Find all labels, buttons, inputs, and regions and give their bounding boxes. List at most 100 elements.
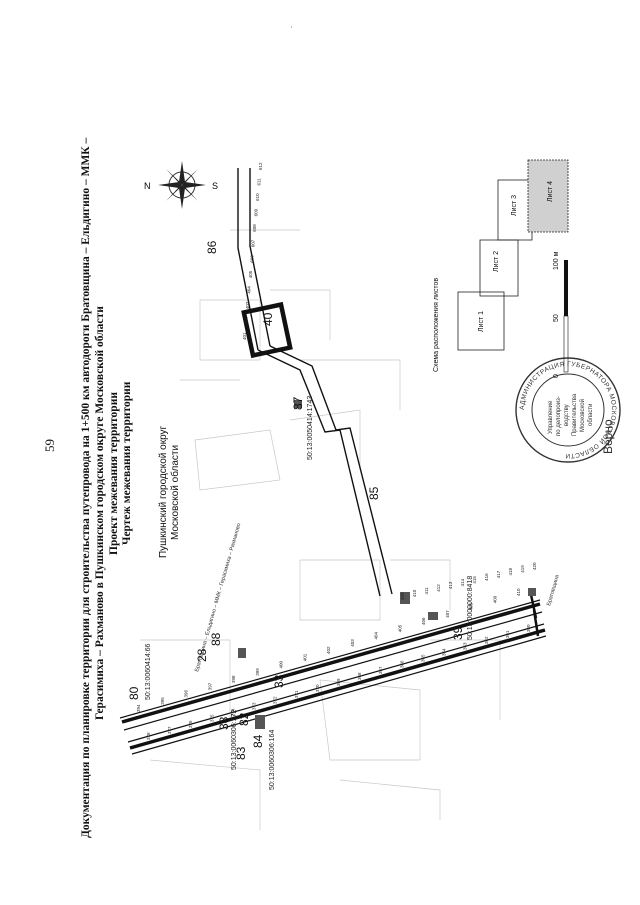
point-label: 408 bbox=[469, 602, 474, 610]
sheet-2: Лист 2 bbox=[493, 251, 500, 272]
point-label: 395 bbox=[160, 697, 165, 705]
compass-rose: N S bbox=[144, 161, 218, 209]
stamp-signature: Верно bbox=[601, 419, 615, 454]
main-road bbox=[119, 599, 547, 755]
point-label: 378 bbox=[146, 732, 151, 740]
stamp-text: АДМИНИСТРАЦИЯ ГУБЕРНАТОРА МОСКОВСКОЙ ОБЛ… bbox=[519, 361, 617, 459]
stamp-line-3: водству bbox=[564, 404, 570, 426]
point-label: 609 bbox=[254, 208, 259, 216]
point-label: 419 bbox=[520, 565, 525, 573]
zone-82: 82 bbox=[237, 712, 251, 726]
point-label: 374 bbox=[230, 708, 235, 716]
zone-39: 39 bbox=[451, 626, 465, 640]
road-label-end: Братовщина bbox=[546, 573, 561, 606]
cadastral-3: 50:13:0060306:164 bbox=[269, 730, 276, 790]
sheet-1: Лист 1 bbox=[478, 311, 485, 332]
point-label: 607 bbox=[251, 239, 256, 247]
corner-mark: · bbox=[290, 22, 293, 32]
point-label: 404 bbox=[374, 631, 379, 639]
sheet-scheme bbox=[457, 159, 569, 351]
point-label: 606 bbox=[249, 255, 254, 263]
cadastral-1: 50:13:0060414:66 bbox=[145, 643, 152, 700]
zone-38: 38 bbox=[217, 716, 231, 730]
zone-87: 87 bbox=[291, 396, 305, 410]
point-label: 410 bbox=[412, 589, 417, 597]
zone-28: 28 bbox=[195, 648, 209, 662]
point-label: 377 bbox=[167, 726, 172, 734]
point-label: 611 bbox=[257, 178, 262, 186]
point-label: 400 bbox=[279, 660, 284, 668]
point-label: 403 bbox=[245, 301, 250, 309]
point-label: 364 bbox=[442, 648, 447, 656]
point-label: 397 bbox=[207, 682, 212, 690]
overpass-corridor bbox=[237, 168, 393, 597]
road-label: Братовщина – Ельдигино – ММК – Герасимих… bbox=[194, 523, 242, 673]
point-label: 368 bbox=[357, 672, 362, 680]
zone-85: 85 bbox=[367, 486, 381, 500]
zone-40-square bbox=[241, 301, 293, 359]
stamp-line-5: Московской bbox=[579, 399, 586, 432]
point-label: 363 bbox=[463, 642, 468, 650]
zone-40: 40 bbox=[261, 312, 275, 326]
cadastral-labels: 50:13:0060414:66 50:13:0060306:172 50:13… bbox=[145, 396, 474, 790]
point-label: 418 bbox=[508, 567, 513, 575]
zone-88: 88 bbox=[209, 632, 223, 646]
point-label: 376 bbox=[188, 720, 193, 728]
scale-tick-50: 50 bbox=[553, 314, 560, 322]
point-label: 401 bbox=[302, 653, 307, 661]
scheme-labels: Схема расположения листов Лист 1 Лист 2 … bbox=[433, 181, 554, 372]
sheet-4: Лист 4 bbox=[547, 181, 554, 202]
official-stamp bbox=[515, 357, 621, 463]
point-label: 403 bbox=[350, 639, 355, 647]
zone-33: 33 bbox=[272, 674, 286, 688]
point-label: 375 bbox=[209, 714, 214, 722]
scale-tick-0: 0 bbox=[553, 374, 560, 378]
scale-labels: 0 50 100 м bbox=[553, 251, 560, 378]
point-label: 405 bbox=[397, 624, 402, 632]
point-label: 365 bbox=[420, 654, 425, 662]
point-label: 394 bbox=[136, 704, 141, 712]
point-label: 414 bbox=[460, 578, 465, 586]
point-label: 366 bbox=[399, 660, 404, 668]
stamp-line-2: по делопроиз- bbox=[556, 396, 562, 436]
point-label: 361 bbox=[505, 630, 510, 638]
point-label: 409 bbox=[400, 592, 405, 600]
point-label: 416 bbox=[484, 573, 489, 581]
compass-south: S bbox=[212, 181, 218, 191]
point-label: 612 bbox=[258, 162, 263, 170]
sheet-3: Лист 3 bbox=[511, 195, 518, 216]
cadastral-2: 50:13:0060306:172 bbox=[231, 710, 238, 770]
point-label: 420 bbox=[532, 562, 537, 570]
point-label: 370 bbox=[315, 684, 320, 692]
compass-north: N bbox=[144, 181, 151, 191]
point-label: 371 bbox=[294, 690, 299, 698]
stamp-line-1: Управление bbox=[548, 400, 554, 434]
hatched-parcels bbox=[238, 400, 536, 729]
point-label: 417 bbox=[496, 570, 501, 578]
point-label: 396 bbox=[184, 689, 189, 697]
point-label: 373 bbox=[252, 702, 257, 710]
point-label: 409 bbox=[492, 595, 497, 603]
point-label: 367 bbox=[378, 666, 383, 674]
zone-80: 80 bbox=[127, 686, 141, 700]
scale-bar bbox=[563, 260, 569, 373]
point-label: 406 bbox=[421, 617, 426, 625]
cadastral-4: 50:13:0000000:8418 bbox=[467, 576, 474, 640]
zone-84: 84 bbox=[251, 734, 265, 748]
point-label: 404 bbox=[246, 286, 251, 294]
point-label: 407 bbox=[445, 610, 450, 618]
scale-tick-100: 100 м bbox=[553, 251, 560, 270]
point-label: 610 bbox=[255, 193, 260, 201]
zone-86: 86 bbox=[205, 240, 219, 254]
scheme-title: Схема расположения листов bbox=[433, 278, 440, 372]
point-label: 362 bbox=[484, 636, 489, 644]
point-label: 412 bbox=[436, 584, 441, 592]
point-label: 413 bbox=[448, 581, 453, 589]
point-label: 399 bbox=[255, 668, 260, 676]
zone-83: 83 bbox=[234, 746, 248, 760]
point-label: 372 bbox=[273, 696, 278, 704]
point-label: 415 bbox=[472, 576, 477, 584]
stamp-line-6: области bbox=[588, 404, 594, 426]
point-label: 405 bbox=[248, 270, 253, 278]
